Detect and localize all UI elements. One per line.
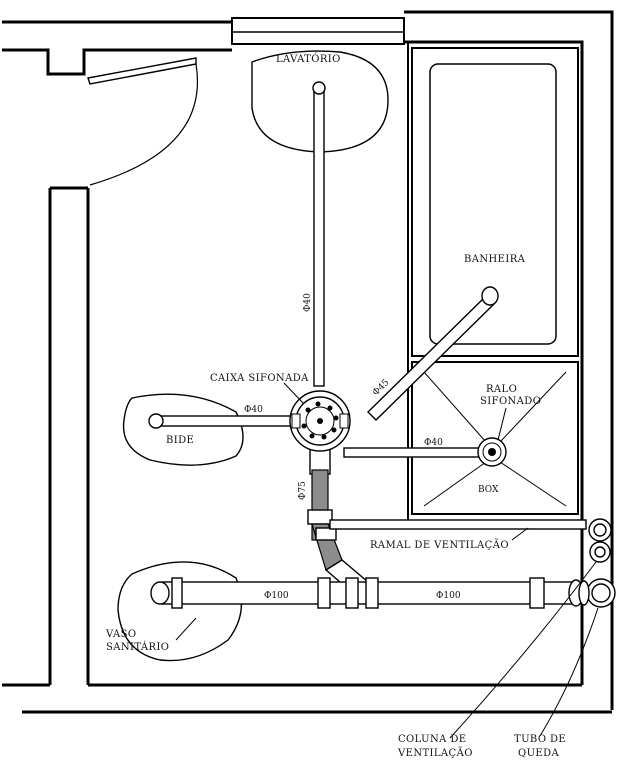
- pipe-main-end: [150, 581, 170, 605]
- door: [87, 57, 198, 186]
- wall-top-right: [404, 10, 614, 710]
- dim-bide-pipe: Φ40: [244, 405, 263, 415]
- leader-caixa: [283, 382, 305, 405]
- pipe-bide: [155, 415, 293, 427]
- dim-ralo-pipe: Φ40: [424, 438, 443, 448]
- leader-ramal: [511, 527, 529, 541]
- pipe-grey-fitting: [315, 527, 337, 541]
- leader-coluna: [449, 561, 597, 739]
- box-diag-1: [423, 371, 487, 443]
- label-coluna-1: COLUNA DE: [398, 734, 466, 745]
- pipe-main-coupler-1: [171, 577, 183, 609]
- leader-ralo: [497, 407, 507, 441]
- box-diag-4: [499, 461, 567, 507]
- label-vaso-1: VASO: [105, 629, 136, 640]
- label-coluna-2: VENTILAÇÃO: [397, 747, 473, 759]
- ralo-sifonado: [477, 437, 507, 467]
- pipe-lavatorio-cap: [312, 81, 326, 95]
- box-diag-2: [499, 371, 567, 443]
- door-swing: [89, 63, 198, 186]
- window: [231, 17, 405, 45]
- caixa-sifonada: [289, 390, 351, 452]
- label-ralo-1: RALO: [486, 384, 517, 395]
- wall-left: [48, 186, 90, 685]
- wall-bottom: [2, 683, 612, 714]
- walls: [2, 10, 614, 714]
- pipe-ramal-ventilacao: [329, 519, 587, 530]
- label-tubo-2: QUEDA: [518, 748, 560, 759]
- label-ralo-2: SIFONADO: [480, 396, 541, 407]
- label-bide: BIDE: [166, 435, 194, 446]
- dim-vaso-left: Φ100: [264, 591, 289, 601]
- pipe-banheira-cap: [481, 286, 499, 306]
- pipe-main-coupler-5: [529, 577, 545, 609]
- tubo-de-queda: [568, 578, 616, 608]
- pipe-lavatorio: [313, 85, 325, 387]
- dim-vaso-right: Φ100: [436, 591, 461, 601]
- pipe-grey-coupler: [307, 509, 333, 525]
- label-box: BOX: [478, 485, 499, 495]
- label-ramal-ventilacao: RAMAL DE VENTILAÇÃO: [370, 539, 509, 551]
- label-banheira: BANHEIRA: [464, 254, 526, 265]
- box-area: [411, 361, 579, 515]
- label-tubo-1: TUBO DE: [514, 734, 566, 745]
- door-leaf: [87, 57, 197, 85]
- label-lavatorio: LAVATÓRIO: [276, 53, 341, 65]
- leader-vaso: [175, 617, 197, 641]
- pipe-ralo: [343, 447, 485, 458]
- label-vaso-2: SANITÁRIO: [106, 641, 169, 653]
- label-caixa-sifonada: CAIXA SIFONADA: [210, 373, 309, 384]
- pipe-main-coupler-2: [317, 577, 331, 609]
- pipe-main-coupler-3: [345, 577, 359, 609]
- banheira-inner: [429, 63, 557, 345]
- box-diag-3: [423, 461, 487, 507]
- dim-caixa-outlet: Φ75: [298, 481, 308, 500]
- pipe-bide-cap: [148, 413, 164, 429]
- pipe-main-coupler-4: [365, 577, 379, 609]
- wall-top-left: [2, 20, 232, 76]
- dim-lavatorio-pipe: Φ40: [303, 293, 313, 312]
- bide-fixture: [122, 393, 244, 466]
- coluna-de-ventilacao: [588, 518, 612, 563]
- leader-tubo: [539, 607, 599, 737]
